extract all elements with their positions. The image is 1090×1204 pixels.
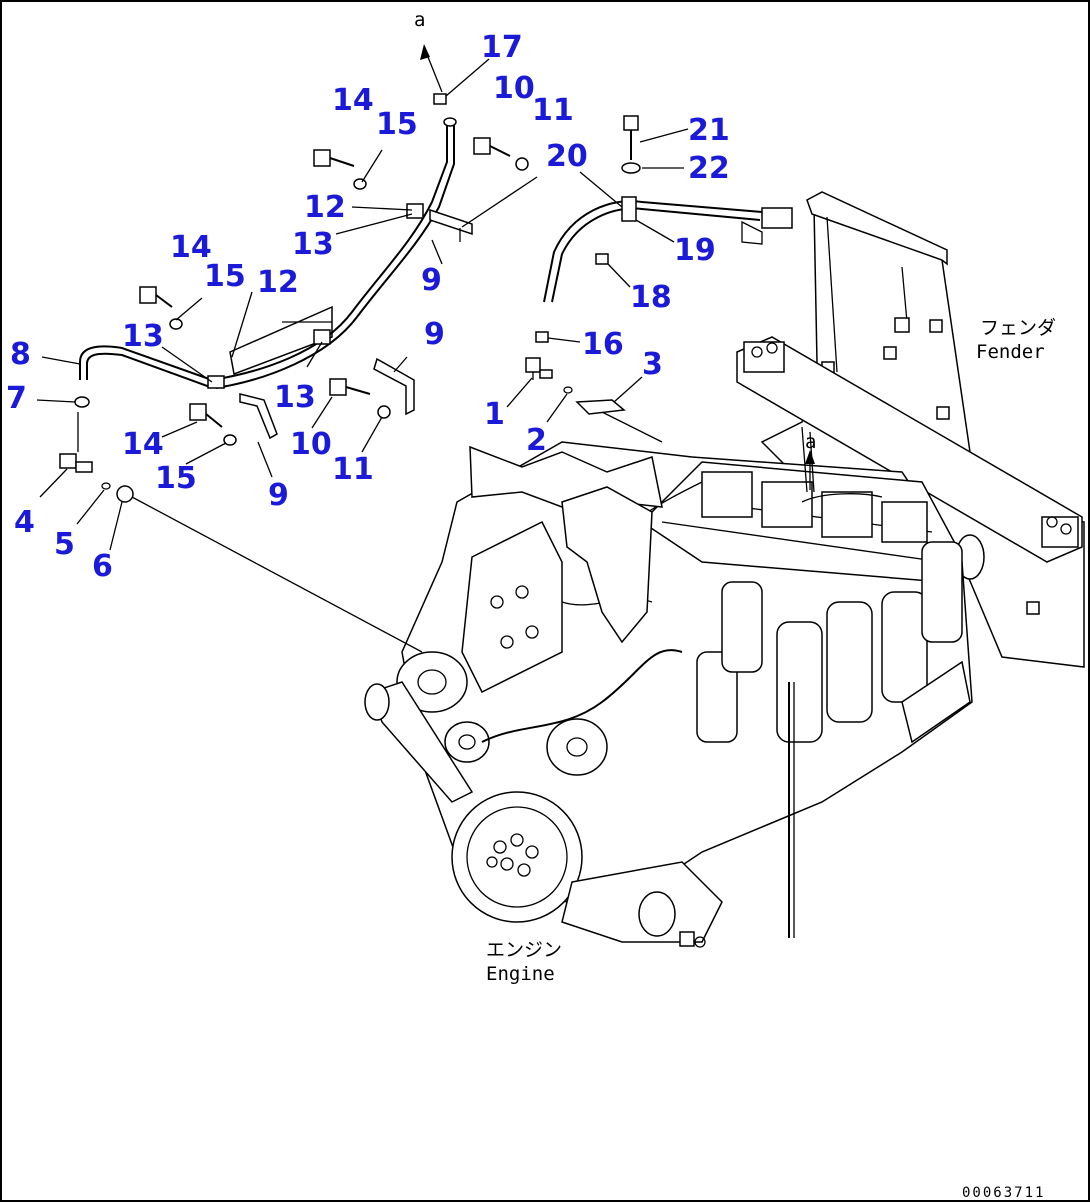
callout-12: 12	[257, 265, 299, 300]
callout-10: 10	[493, 71, 535, 106]
engine-label-en: Engine	[486, 963, 555, 985]
callout-14: 14	[332, 83, 374, 118]
callout-13: 13	[122, 319, 164, 354]
callout-22: 22	[688, 151, 730, 186]
engine-label-jp: エンジン	[486, 939, 562, 961]
callout-14: 14	[170, 230, 212, 265]
fender-label-jp: フェンダ	[980, 317, 1056, 339]
callout-20: 20	[546, 139, 588, 174]
engine-illustration	[364, 426, 973, 948]
callout-18: 18	[630, 280, 672, 315]
callout-15: 15	[204, 259, 246, 294]
fender-illustration	[736, 191, 1085, 668]
callout-15: 15	[155, 461, 197, 496]
hardware-parts	[59, 93, 641, 503]
callout-2: 2	[526, 423, 547, 458]
callout-13: 13	[274, 380, 316, 415]
callout-17: 17	[481, 30, 523, 65]
callout-9: 9	[424, 317, 445, 352]
callout-21: 21	[688, 113, 730, 148]
fender-label-en: Fender	[976, 341, 1045, 363]
callout-12: 12	[304, 190, 346, 225]
callout-16: 16	[582, 327, 624, 362]
callout-11: 11	[532, 93, 574, 128]
callout-14: 14	[122, 427, 164, 462]
callout-1: 1	[484, 397, 505, 432]
callout-6: 6	[92, 549, 113, 584]
callout-9: 9	[268, 478, 289, 513]
callout-13: 13	[292, 227, 334, 262]
callout-7: 7	[6, 381, 27, 416]
arrow-reference-a-top: a	[414, 9, 425, 31]
part-callouts: 17 14 10 11 15 20 21 22 12 13 19 14 15 1…	[6, 30, 730, 584]
callout-11: 11	[332, 452, 374, 487]
drawing-labels: a a フェンダ Fender エンジン Engine 00063711	[414, 9, 1056, 1201]
callout-3: 3	[642, 347, 663, 382]
breather-hose-assembly	[79, 117, 793, 443]
callout-15: 15	[376, 107, 418, 142]
callout-10: 10	[290, 427, 332, 462]
leader-lines	[36, 44, 815, 653]
callout-4: 4	[14, 505, 35, 540]
drawing-code: 00063711	[962, 1185, 1045, 1201]
callout-8: 8	[10, 337, 31, 372]
callout-19: 19	[674, 233, 716, 268]
callout-9: 9	[421, 263, 442, 298]
callout-5: 5	[54, 527, 75, 562]
arrow-reference-a-engine: a	[805, 431, 816, 453]
